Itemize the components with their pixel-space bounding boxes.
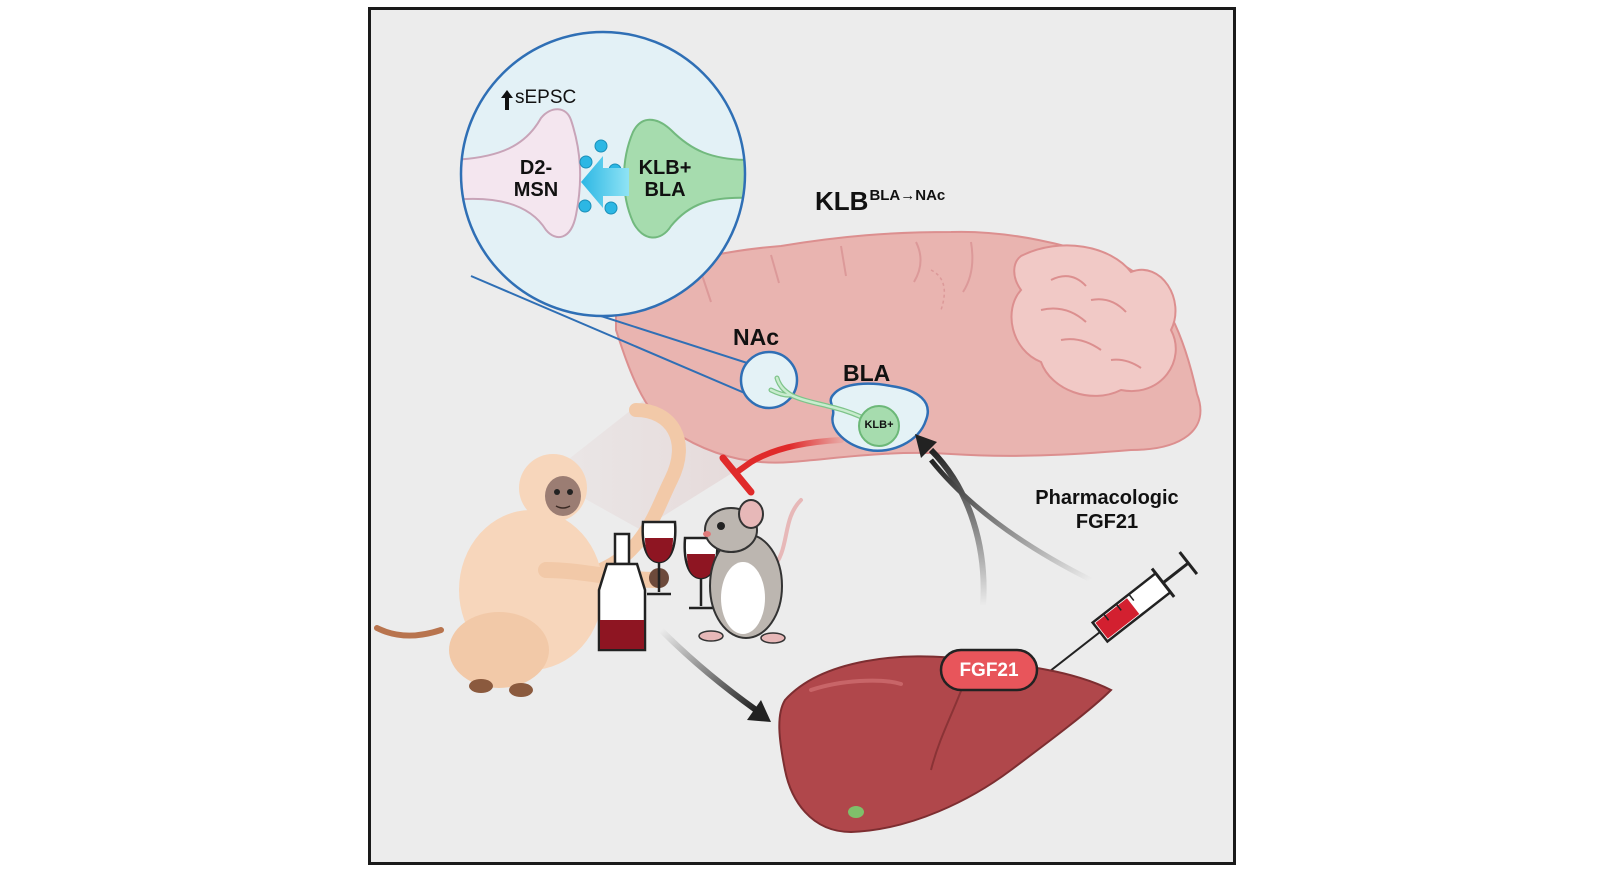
klb-bla-line1: KLB+ <box>638 157 692 179</box>
alcohol-to-liver-arrow <box>658 627 758 713</box>
pharmacologic-line1: Pharmacologic <box>1035 487 1179 509</box>
klb-bla-label: KLB+ BLA <box>629 158 701 200</box>
cerebellum <box>1010 244 1177 397</box>
monkey-illustration <box>374 403 686 697</box>
klb-cell-label: KLB+ <box>864 419 894 431</box>
liver-to-brain-arrow <box>928 447 987 607</box>
klb-bla-line2: BLA <box>644 179 686 201</box>
projection-title: KLBBLA→NAc <box>815 188 945 214</box>
nac-region <box>739 350 799 410</box>
wine-bottle <box>597 532 647 652</box>
fgf21-badge-label: FGF21 <box>959 660 1019 681</box>
inhibition-line <box>734 437 844 475</box>
d2-msn-label: D2- MSN <box>501 158 571 200</box>
zoom-line-lower <box>470 275 762 401</box>
injection-to-brain-arrow <box>929 458 1093 583</box>
d2-msn-line1: D2- <box>519 157 553 179</box>
projection-title-superscript: BLA→NAc <box>869 187 946 204</box>
bla-label: BLA <box>843 360 891 386</box>
sepsc-label: sEPSC <box>515 87 577 108</box>
pharmacologic-line2: FGF21 <box>1075 511 1139 533</box>
diagram-artwork <box>374 30 1202 834</box>
fgf21-badge <box>939 648 1039 692</box>
pharmacologic-fgf21-label: Pharmacologic FGF21 <box>1007 488 1207 532</box>
increase-arrow-icon <box>501 90 513 110</box>
mouse-illustration <box>698 498 803 644</box>
zoom-line-upper <box>600 315 770 371</box>
wine-glass-left <box>641 520 677 596</box>
projection-title-main: KLB <box>815 186 869 216</box>
graphical-abstract-panel: sEPSC D2- MSN KLB+ BLA KLBBLA→NAc NAc BL… <box>368 7 1236 865</box>
nac-label: NAc <box>733 324 780 350</box>
d2-msn-line2: MSN <box>513 179 559 201</box>
klb-cell <box>858 405 900 447</box>
wine-glass-right <box>683 536 719 610</box>
d2-msn-neuron <box>461 108 582 239</box>
inhibition-bar <box>719 454 755 496</box>
synapse-zoom <box>459 30 747 318</box>
release-arrow <box>581 156 629 208</box>
